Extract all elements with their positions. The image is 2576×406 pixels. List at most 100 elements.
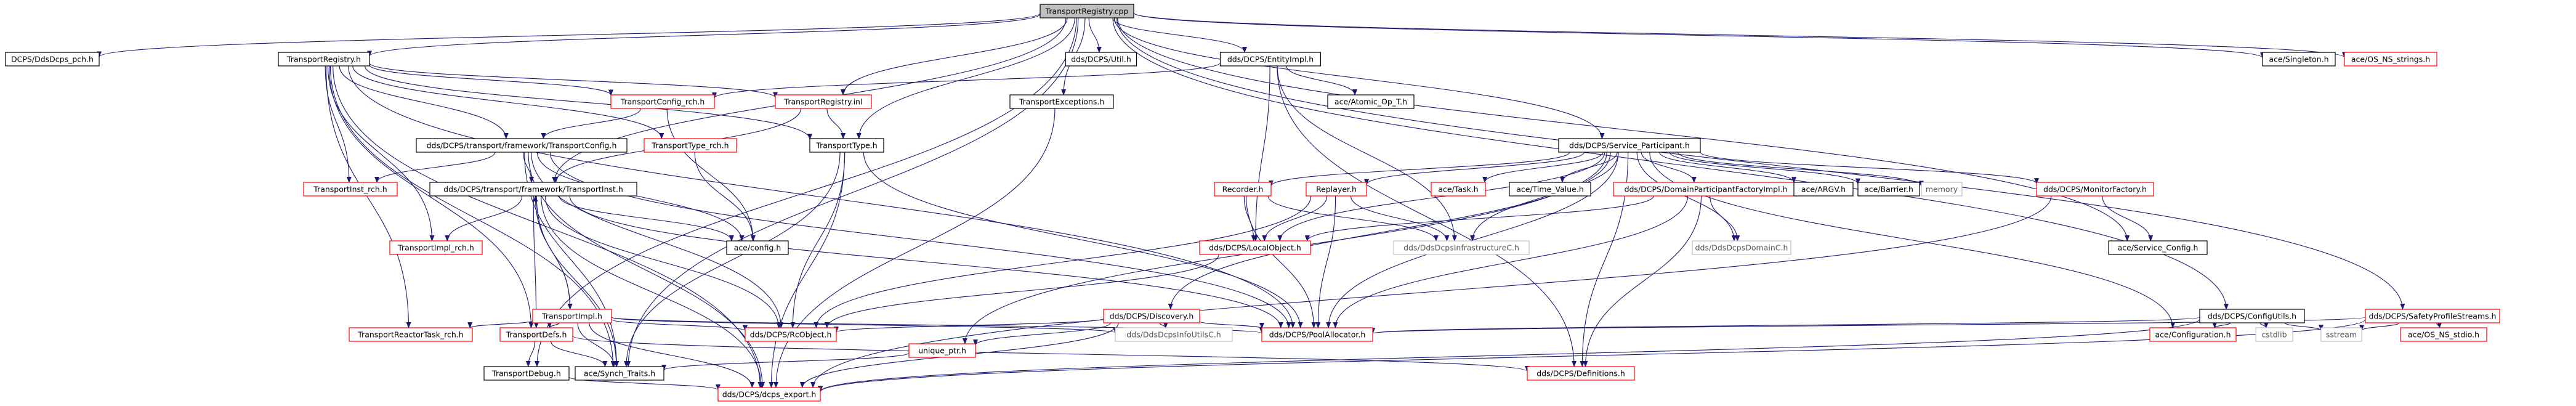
include-edge-root-to-service (1113, 17, 1605, 139)
include-edge-localobj-to-rcobject (824, 254, 1219, 328)
include-edge-root-to-os_ns_strings (1133, 12, 2347, 59)
node-box (1692, 240, 1791, 255)
include-edge-unique_ptr-to-synch (661, 352, 910, 371)
node-box (644, 138, 737, 153)
node-ttype[interactable]: TransportType.h (809, 138, 884, 153)
node-box (1431, 182, 1486, 197)
node-ace-configuration: ace/Configuration.h (2149, 327, 2237, 342)
node-discovery: dds/DCPS/Discovery.h (1103, 309, 1200, 323)
node-box (1219, 52, 1322, 67)
include-edge-root-to-reg_inl (841, 17, 1068, 95)
node-argv[interactable]: ace/ARGV.h (1793, 182, 1854, 197)
node-root: TransportRegistry.cpp (1040, 4, 1134, 18)
node-box (775, 94, 872, 109)
node-tdefs: TransportDefs.h (499, 327, 573, 342)
node-label: dds/DCPS/transport/framework/TransportIn… (443, 185, 623, 194)
node-label: dds/DdsDcpsDomainC.h (1695, 243, 1788, 253)
node-label: ace/Singleton.h (2269, 55, 2328, 64)
include-edge-ttype_rch-to-ace_config (694, 152, 756, 242)
node-label: TransportConfig_rch.h (620, 97, 705, 107)
node-label: dds/DCPS/Discovery.h (1110, 312, 1194, 321)
node-label: ace/config.h (734, 243, 781, 253)
include-edge-replayer-to-localobj (1262, 195, 1328, 242)
include-edge-entity-to-atomic (1286, 65, 1357, 95)
node-box (610, 94, 715, 109)
node-box (2365, 309, 2500, 323)
node-reg-inl: TransportRegistry.inl (775, 94, 872, 109)
node-exceptions[interactable]: TransportExceptions.h (1009, 94, 1114, 109)
node-tinst[interactable]: dds/DCPS/transport/framework/TransportIn… (429, 182, 637, 197)
include-edge-dpfactory-to-definitions (1583, 195, 1702, 367)
include-edge-tinst-to-export (541, 195, 764, 388)
node-box (2344, 52, 2437, 67)
node-poolalloc: dds/DCPS/PoolAllocator.h (1261, 327, 1373, 342)
include-edge-configutils-to-poolalloc (1370, 317, 2200, 335)
node-configutils[interactable]: dds/DCPS/ConfigUtils.h (2199, 309, 2305, 323)
node-synch[interactable]: ace/Synch_Traits.h (575, 366, 664, 381)
node-tdebug[interactable]: TransportDebug.h (483, 366, 570, 381)
include-edge-tinst-to-rcobject (544, 195, 781, 328)
include-edge-safety-to-os_ns_stdio (2436, 322, 2442, 328)
node-label: cstdlib (2261, 330, 2287, 339)
node-service-config[interactable]: ace/Service_Config.h (2108, 240, 2208, 255)
node-timevalue[interactable]: ace/Time_Value.h (1509, 182, 1591, 197)
node-box (2036, 182, 2154, 197)
node-label: ace/ARGV.h (1801, 185, 1846, 194)
node-dpfactory: dds/DCPS/DomainParticipantFactoryImpl.h (1613, 182, 1799, 197)
node-atomic[interactable]: ace/Atomic_Op_T.h (1327, 94, 1415, 109)
node-box (809, 138, 884, 153)
node-tconfig[interactable]: dds/DCPS/transport/framework/TransportCo… (416, 138, 628, 153)
node-label: Replayer.h (1316, 185, 1357, 194)
node-definitions: dds/DCPS/Definitions.h (1527, 366, 1635, 381)
node-box (908, 343, 976, 358)
node-box (717, 387, 821, 402)
node-monitor: dds/DCPS/MonitorFactory.h (2036, 182, 2154, 197)
node-label: TransportDefs.h (506, 330, 567, 339)
include-edge-discovery-to-infoutils (1159, 322, 1168, 328)
node-label: dds/DCPS/PoolAllocator.h (1269, 330, 1366, 339)
node-label: TransportType.h (815, 141, 877, 150)
node-label: unique_ptr.h (918, 346, 966, 355)
node-box (1509, 182, 1591, 197)
node-ace-config[interactable]: ace/config.h (726, 240, 789, 255)
node-barrier[interactable]: ace/Barrier.h (1857, 182, 1920, 197)
node-entity[interactable]: dds/DCPS/EntityImpl.h (1219, 52, 1322, 67)
node-box (389, 240, 483, 255)
node-box (1527, 366, 1635, 381)
include-edge-monitor-to-service_config (2102, 195, 2154, 242)
node-singleton[interactable]: ace/Singleton.h (2262, 52, 2336, 67)
node-box (745, 327, 837, 342)
node-box (1040, 4, 1134, 18)
include-edge-discovery-to-poolalloc (1199, 321, 1264, 329)
node-label: TransportImpl.h (541, 312, 602, 321)
include-edge-timpl-to-reactor_rch (467, 320, 533, 328)
include-edge-tconfig-to-tinst (523, 152, 535, 183)
include-edge-reg_inl-to-ttype (826, 108, 846, 139)
include-edge-tdefs-to-synch (551, 341, 608, 367)
include-edge-tdefs-to-definitions (572, 335, 1530, 372)
node-box (416, 138, 628, 153)
include-edge-ttype-to-synch (624, 152, 841, 367)
node-tinst-rch: TransportInst_rch.h (303, 182, 398, 197)
node-reg-h[interactable]: TransportRegistry.h (278, 52, 370, 67)
node-label: dds/DCPS/Definitions.h (1536, 369, 1625, 378)
node-box (2199, 309, 2305, 323)
include-edge-service-to-barrier (1669, 152, 1860, 185)
include-edge-ttype-to-poolalloc (863, 152, 1303, 328)
node-util[interactable]: dds/DCPS/Util.h (1065, 52, 1137, 67)
node-ttype-rch: TransportType_rch.h (644, 138, 737, 153)
include-edge-service-to-poolalloc (1326, 152, 1619, 328)
include-edge-service-to-ace_configuration (1649, 152, 2176, 328)
node-label: dds/DdsDcpsInfoUtilsC.h (1126, 330, 1221, 339)
node-pch[interactable]: DCPS/DdsDcps_pch.h (5, 52, 100, 67)
include-edge-reg_h-to-reactor_rch (325, 65, 411, 328)
node-box (1306, 182, 1367, 197)
node-unique-ptr: unique_ptr.h (908, 343, 976, 358)
include-edge-reg_h-to-tconfig (339, 65, 509, 139)
node-service[interactable]: dds/DCPS/Service_Participant.h (1558, 138, 1701, 153)
include-edge-entity-to-config_rch (712, 62, 1221, 99)
include-edge-service-to-replayer (1364, 152, 1585, 185)
include-edge-entity-to-definitions (1277, 65, 1577, 367)
